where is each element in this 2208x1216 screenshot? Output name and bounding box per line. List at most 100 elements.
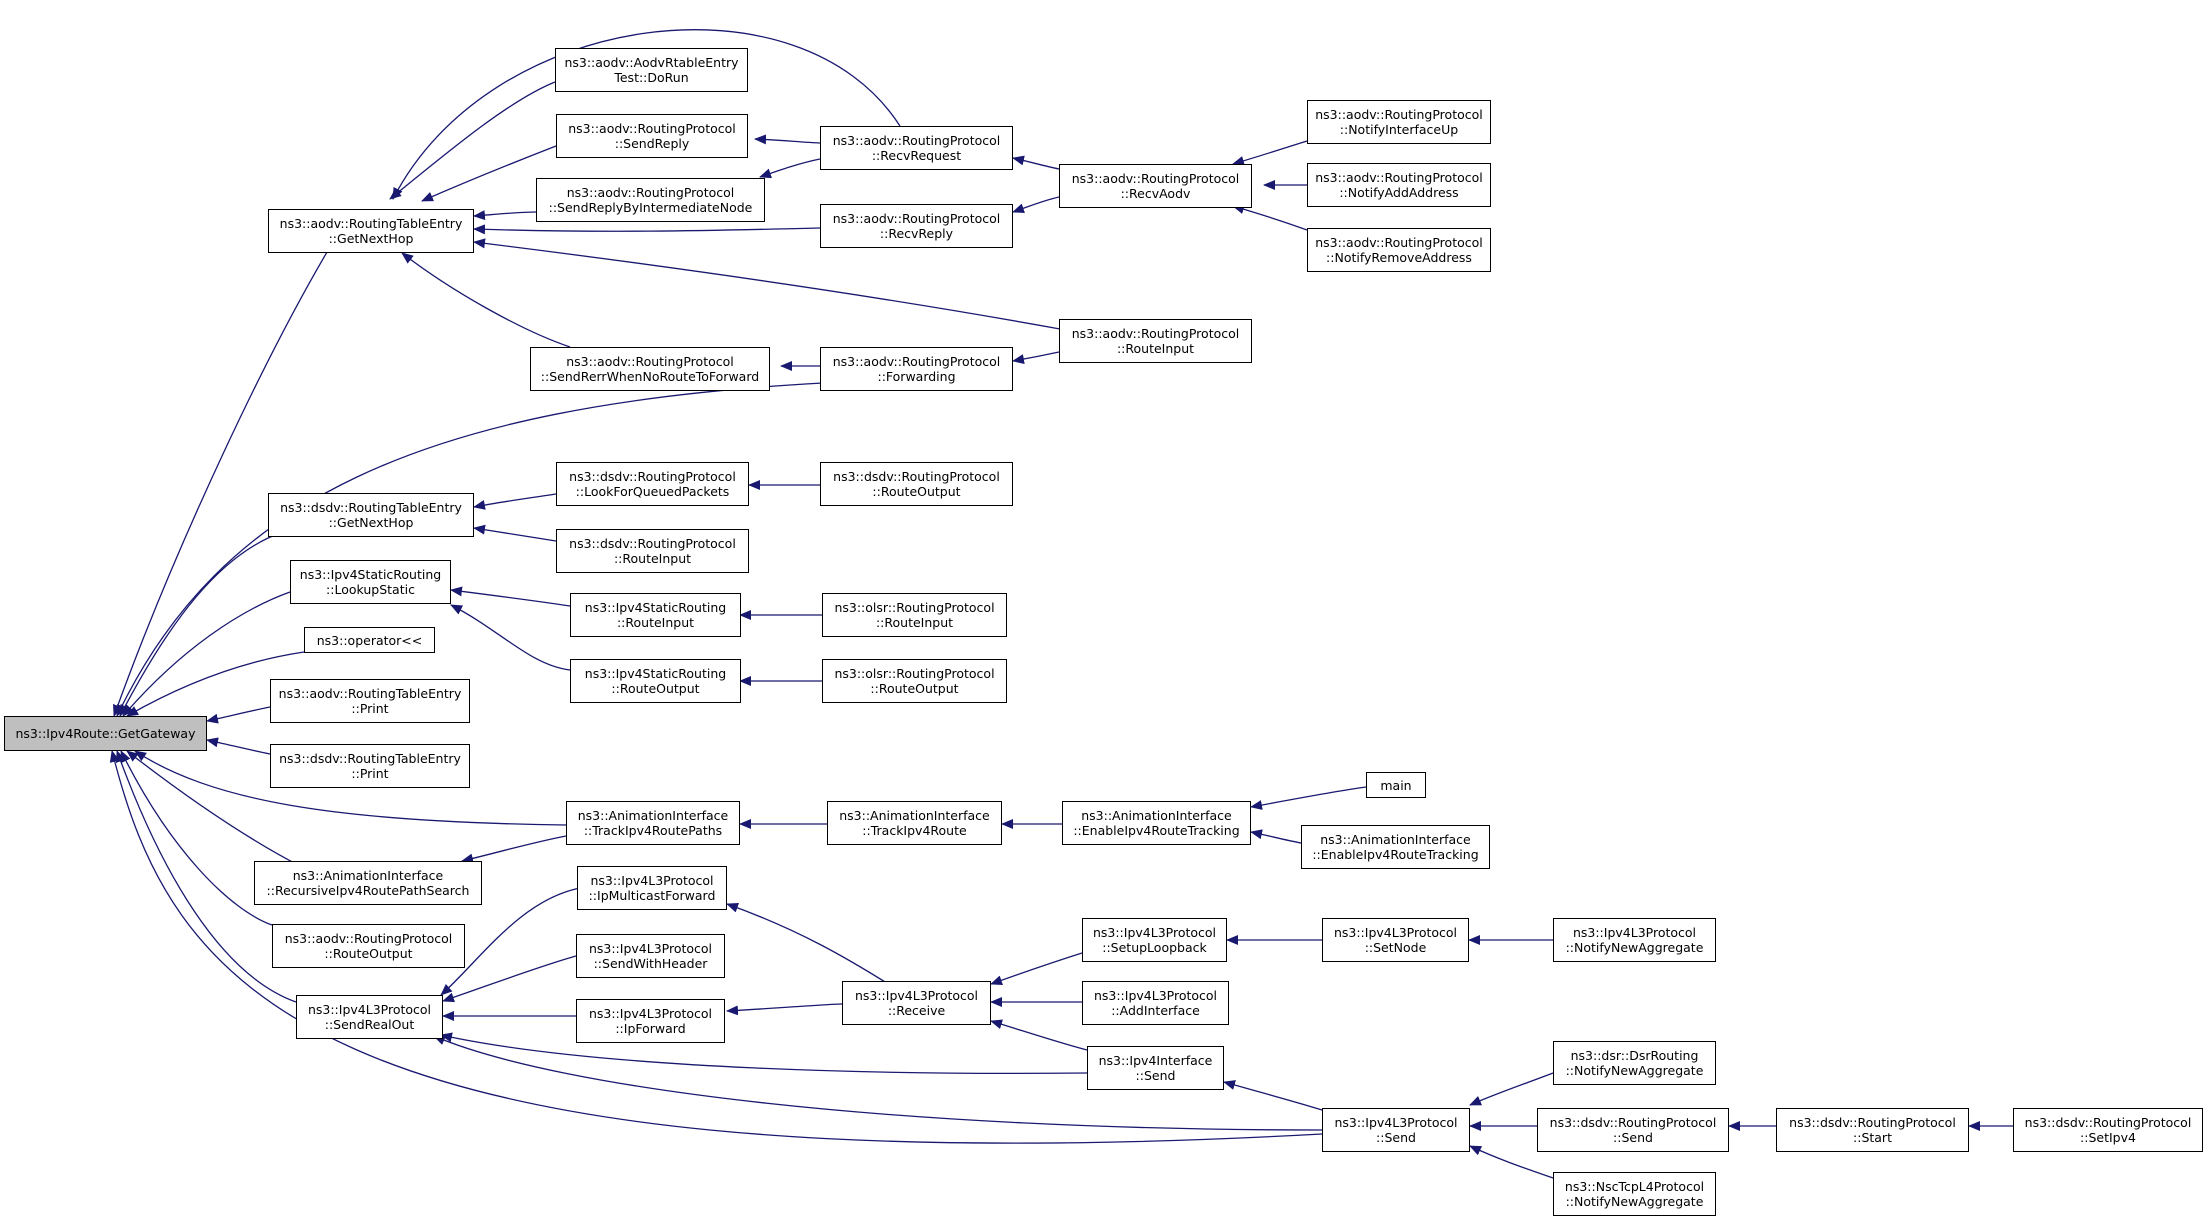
node-label-line: ::Send xyxy=(1613,1130,1653,1145)
node-label-line: ::Send xyxy=(1376,1130,1416,1145)
node-aodv-notifyremaddr[interactable]: ns3::aodv::RoutingProtocol::NotifyRemove… xyxy=(1307,228,1491,272)
node-label-line: ::Receive xyxy=(887,1003,946,1018)
edge-recvreply-to-getnexthop xyxy=(473,224,821,235)
edge-routeinput-to-forwarding xyxy=(1012,351,1060,365)
node-dsdv-lookforqueued[interactable]: ns3::dsdv::RoutingProtocol::LookForQueue… xyxy=(556,462,749,506)
node-aodv-rte-print[interactable]: ns3::aodv::RoutingTableEntry::Print xyxy=(270,679,470,723)
node-label-line: ::NotifyNewAggregate xyxy=(1565,940,1704,955)
node-label-line: ::SetNode xyxy=(1364,940,1427,955)
node-label-line: ns3::dsr::DsrRouting xyxy=(1570,1048,1699,1063)
node-aodv-routeoutput[interactable]: ns3::aodv::RoutingProtocol::RouteOutput xyxy=(272,924,465,968)
node-label-line: ::AddInterface xyxy=(1111,1003,1200,1018)
node-anim-trackpaths[interactable]: ns3::AnimationInterface::TrackIpv4RouteP… xyxy=(566,801,740,845)
node-ipv4l3-setnode[interactable]: ns3::Ipv4L3Protocol::SetNode xyxy=(1322,918,1469,962)
edge-ipv4l3send-to-sendrealout xyxy=(433,1035,1323,1131)
node-aodv-notifyaddaddr[interactable]: ns3::aodv::RoutingProtocol::NotifyAddAdd… xyxy=(1307,163,1491,207)
node-ipv4static-routeinput[interactable]: ns3::Ipv4StaticRouting::RouteInput xyxy=(570,593,741,637)
node-label-line: ns3::Ipv4Interface xyxy=(1098,1053,1213,1068)
node-ipv4l3-setuploopback[interactable]: ns3::Ipv4L3Protocol::SetupLoopback xyxy=(1082,918,1227,962)
node-label-line: ns3::dsdv::RoutingProtocol xyxy=(569,469,736,484)
node-aodv-rte-getnexthop[interactable]: ns3::aodv::RoutingTableEntry::GetNextHop xyxy=(268,209,474,253)
edge-ipv4l3send-to-ipv4ifsend xyxy=(1223,1080,1323,1111)
node-label-line: ::RecursiveIpv4RoutePathSearch xyxy=(266,883,470,898)
edge-recvaodv-to-notifyremaddr xyxy=(1232,204,1308,231)
node-label-line: ns3::Ipv4Route::GetGateway xyxy=(15,726,196,741)
edge-sendrerr-to-getnexthop xyxy=(401,252,571,348)
node-label-line: ns3::Ipv4L3Protocol xyxy=(1572,925,1697,940)
node-aodv-notifyifup[interactable]: ns3::aodv::RoutingProtocol::NotifyInterf… xyxy=(1307,100,1491,144)
node-label-line: ::RouteOutput xyxy=(870,681,959,696)
node-label-line: ::RecvRequest xyxy=(871,148,962,163)
node-label-line: ns3::olsr::RoutingProtocol xyxy=(834,600,995,615)
edge-receive-to-ipmulticast xyxy=(726,902,891,986)
node-olsr-routeinput[interactable]: ns3::olsr::RoutingProtocol::RouteInput xyxy=(822,593,1007,637)
edge-dsr-to-ipv4l3send xyxy=(1469,1072,1554,1106)
node-ipv4l3-ipforward[interactable]: ns3::Ipv4L3Protocol::IpForward xyxy=(576,999,725,1043)
node-aodv-sendreply[interactable]: ns3::aodv::RoutingProtocol::SendReply xyxy=(556,114,748,158)
node-label-line: ns3::aodv::RoutingProtocol xyxy=(1071,326,1240,341)
node-dsdv-setipv4[interactable]: ns3::dsdv::RoutingProtocol::SetIpv4 xyxy=(2013,1108,2203,1152)
node-dsdv-start[interactable]: ns3::dsdv::RoutingProtocol::Start xyxy=(1776,1108,1969,1152)
node-operator-ll[interactable]: ns3::operator<< xyxy=(304,627,435,653)
node-label-line: ns3::aodv::AodvRtableEntry xyxy=(564,55,739,70)
edge-main-to-enabletracking xyxy=(1250,786,1367,810)
node-ipv4l3-receive[interactable]: ns3::Ipv4L3Protocol::Receive xyxy=(842,981,991,1025)
node-label-line: ns3::aodv::RoutingProtocol xyxy=(1315,170,1483,185)
node-dsdv-rte-print[interactable]: ns3::dsdv::RoutingTableEntry::Print xyxy=(270,744,470,788)
node-label-line: ::Print xyxy=(351,701,389,716)
node-anim-enabletracking1[interactable]: ns3::AnimationInterface::EnableIpv4Route… xyxy=(1062,801,1251,845)
node-label-line: ::IpMulticastForward xyxy=(588,888,716,903)
node-aodv-recvrequest[interactable]: ns3::aodv::RoutingProtocol::RecvRequest xyxy=(820,126,1013,170)
node-label-line: ns3::dsdv::RoutingProtocol xyxy=(2024,1115,2192,1130)
node-dsdv-rte-getnexthop[interactable]: ns3::dsdv::RoutingTableEntry::GetNextHop xyxy=(268,493,474,537)
node-label-line: ::EnableIpv4RouteTracking xyxy=(1073,823,1240,838)
node-dsdv-routeinput[interactable]: ns3::dsdv::RoutingProtocol::RouteInput xyxy=(556,529,749,573)
node-ipv4l3-addinterface[interactable]: ns3::Ipv4L3Protocol::AddInterface xyxy=(1082,981,1229,1025)
node-ipv4if-send[interactable]: ns3::Ipv4Interface::Send xyxy=(1087,1046,1224,1090)
node-label-line: ns3::AnimationInterface xyxy=(839,808,990,823)
node-ipv4l3-ipmulticast[interactable]: ns3::Ipv4L3Protocol::IpMulticastForward xyxy=(577,866,727,910)
node-aodv-sendreply-inter[interactable]: ns3::aodv::RoutingProtocol::SendReplyByI… xyxy=(536,178,765,222)
node-aodv-recvaodv[interactable]: ns3::aodv::RoutingProtocol::RecvAodv xyxy=(1059,164,1252,208)
node-label-line: ns3::aodv::RoutingProtocol xyxy=(1315,235,1483,250)
node-label-line: ::GetNextHop xyxy=(328,231,414,246)
node-dsdv-send[interactable]: ns3::dsdv::RoutingProtocol::Send xyxy=(1537,1108,1729,1152)
node-label-line: ::SetIpv4 xyxy=(2080,1130,2136,1145)
node-aodv-forwarding[interactable]: ns3::aodv::RoutingProtocol::Forwarding xyxy=(820,347,1013,391)
node-anim-trackroute[interactable]: ns3::AnimationInterface::TrackIpv4Route xyxy=(827,801,1002,845)
node-label-line: ns3::Ipv4L3Protocol xyxy=(1092,925,1217,940)
edge-sendwithheader-to-sendrealout xyxy=(442,955,577,1003)
node-dsr-notifynewagg[interactable]: ns3::dsr::DsrRouting::NotifyNewAggregate xyxy=(1553,1041,1716,1085)
node-aodv-routeinput[interactable]: ns3::aodv::RoutingProtocol::RouteInput xyxy=(1059,319,1252,363)
edge-aodv-print-to-root xyxy=(206,706,271,724)
node-main[interactable]: main xyxy=(1366,772,1426,798)
node-label-line: ::Print xyxy=(351,766,389,781)
node-label-line: main xyxy=(1380,777,1412,793)
edge-ipv4ifsend-to-receive xyxy=(990,1019,1088,1051)
edge-dsdv-print-to-root xyxy=(206,737,271,755)
edge-recvrequest-to-getnexthop xyxy=(392,29,901,200)
node-aodv-recvreply[interactable]: ns3::aodv::RoutingProtocol::RecvReply xyxy=(820,204,1013,248)
edge-ipmulticast-to-sendrealout xyxy=(440,887,581,996)
node-label-line: ns3::olsr::RoutingProtocol xyxy=(834,666,995,681)
node-aodv-sendrerr[interactable]: ns3::aodv::RoutingProtocol::SendRerrWhen… xyxy=(530,347,770,391)
node-ipv4l3-sendrealout[interactable]: ns3::Ipv4L3Protocol::SendRealOut xyxy=(296,995,443,1039)
node-anim-enabletracking2[interactable]: ns3::AnimationInterface::EnableIpv4Route… xyxy=(1301,825,1490,869)
node-dsdv-routeoutput[interactable]: ns3::dsdv::RoutingProtocol::RouteOutput xyxy=(820,462,1013,506)
node-ipv4l3-send[interactable]: ns3::Ipv4L3Protocol::Send xyxy=(1322,1108,1470,1152)
node-ipv4l3-sendwithheader[interactable]: ns3::Ipv4L3Protocol::SendWithHeader xyxy=(576,934,725,978)
node-label-line: ns3::Ipv4L3Protocol xyxy=(1334,1115,1458,1130)
node-ipv4static-routeoutput[interactable]: ns3::Ipv4StaticRouting::RouteOutput xyxy=(570,659,741,703)
node-nsctcp-notifynewagg[interactable]: ns3::NscTcpL4Protocol::NotifyNewAggregat… xyxy=(1553,1172,1716,1216)
node-label-line: ::RouteOutput xyxy=(324,946,413,961)
edge-trackpaths-to-root xyxy=(134,750,567,826)
node-anim-recursive[interactable]: ns3::AnimationInterface::RecursiveIpv4Ro… xyxy=(254,861,482,905)
node-label-line: ns3::dsdv::RoutingProtocol xyxy=(833,469,1000,484)
node-ipv4static-lookup[interactable]: ns3::Ipv4StaticRouting::LookupStatic xyxy=(290,560,451,604)
node-label-line: ::SendRerrWhenNoRouteToForward xyxy=(540,369,760,384)
edge-nsctcp-to-ipv4l3send xyxy=(1469,1145,1554,1179)
node-ipv4l3-notifynewagg[interactable]: ns3::Ipv4L3Protocol::NotifyNewAggregate xyxy=(1553,918,1716,962)
node-olsr-routeoutput[interactable]: ns3::olsr::RoutingProtocol::RouteOutput xyxy=(822,659,1007,703)
